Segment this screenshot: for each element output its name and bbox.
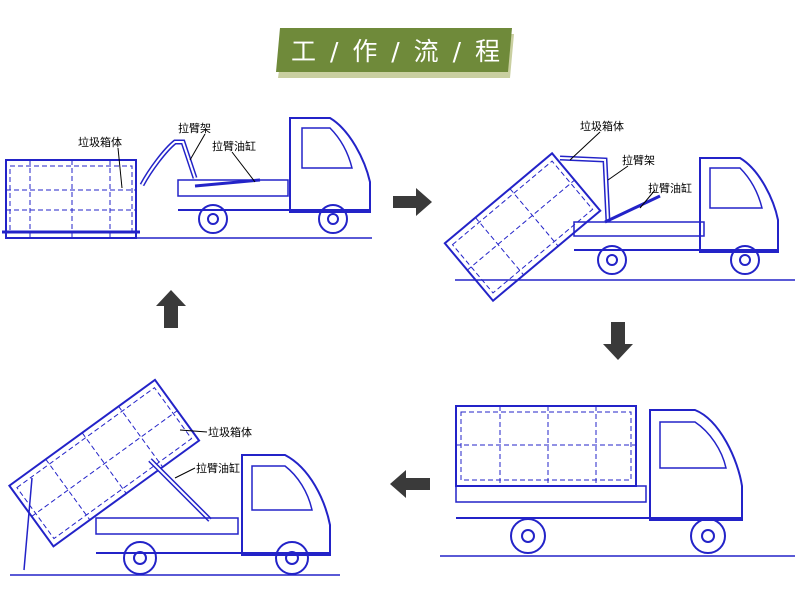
label-container-1: 垃圾箱体	[78, 135, 122, 149]
arrow-left-icon	[390, 470, 430, 498]
rear-wheel	[597, 245, 627, 275]
truck-cab	[649, 409, 743, 521]
banner-shape	[276, 28, 514, 78]
arm-cylinder	[604, 194, 661, 224]
garbage-container	[455, 405, 637, 487]
label-container-2: 垃圾箱体	[580, 119, 624, 133]
rear-wheel	[510, 518, 546, 554]
arm-cylinder	[194, 178, 261, 188]
front-wheel	[730, 245, 760, 275]
step-1-panel	[2, 117, 372, 239]
arrow-up-icon	[156, 290, 186, 328]
label-arm-frame-2: 拉臂架	[622, 153, 655, 167]
cab-window	[659, 421, 727, 469]
garbage-container	[7, 378, 201, 548]
label-arm-frame-1: 拉臂架	[178, 121, 211, 135]
front-wheel	[690, 518, 726, 554]
label-arm-cylinder-2: 拉臂油缸	[648, 181, 692, 195]
cab-window	[251, 465, 313, 511]
rear-wheel	[198, 204, 228, 234]
label-container-4: 垃圾箱体	[208, 425, 252, 439]
page-title: 工 / 作 / 流 / 程	[291, 37, 503, 66]
step-3-panel	[440, 405, 795, 557]
tailgate	[23, 477, 33, 571]
garbage-container	[443, 151, 602, 303]
truck-cab	[289, 117, 371, 213]
garbage-container	[2, 159, 140, 239]
truck-chassis	[177, 179, 289, 197]
label-arm-cylinder-4: 拉臂油缸	[196, 461, 240, 475]
step-2-panel	[443, 131, 795, 303]
front-wheel	[318, 204, 348, 234]
cab-window	[301, 127, 353, 169]
truck-chassis	[95, 517, 239, 535]
rear-wheel	[123, 541, 157, 575]
truck-cab	[699, 157, 779, 253]
cab-window	[709, 167, 763, 209]
truck-chassis	[455, 485, 647, 503]
truck-cab	[241, 454, 331, 556]
truck-chassis	[573, 221, 705, 237]
arrow-right-icon	[393, 188, 432, 216]
front-wheel	[275, 541, 309, 575]
arrow-down-icon	[603, 322, 633, 360]
label-arm-cylinder-1: 拉臂油缸	[212, 139, 256, 153]
step-4-panel	[7, 378, 340, 576]
title-banner: 工 / 作 / 流 / 程	[274, 26, 520, 78]
